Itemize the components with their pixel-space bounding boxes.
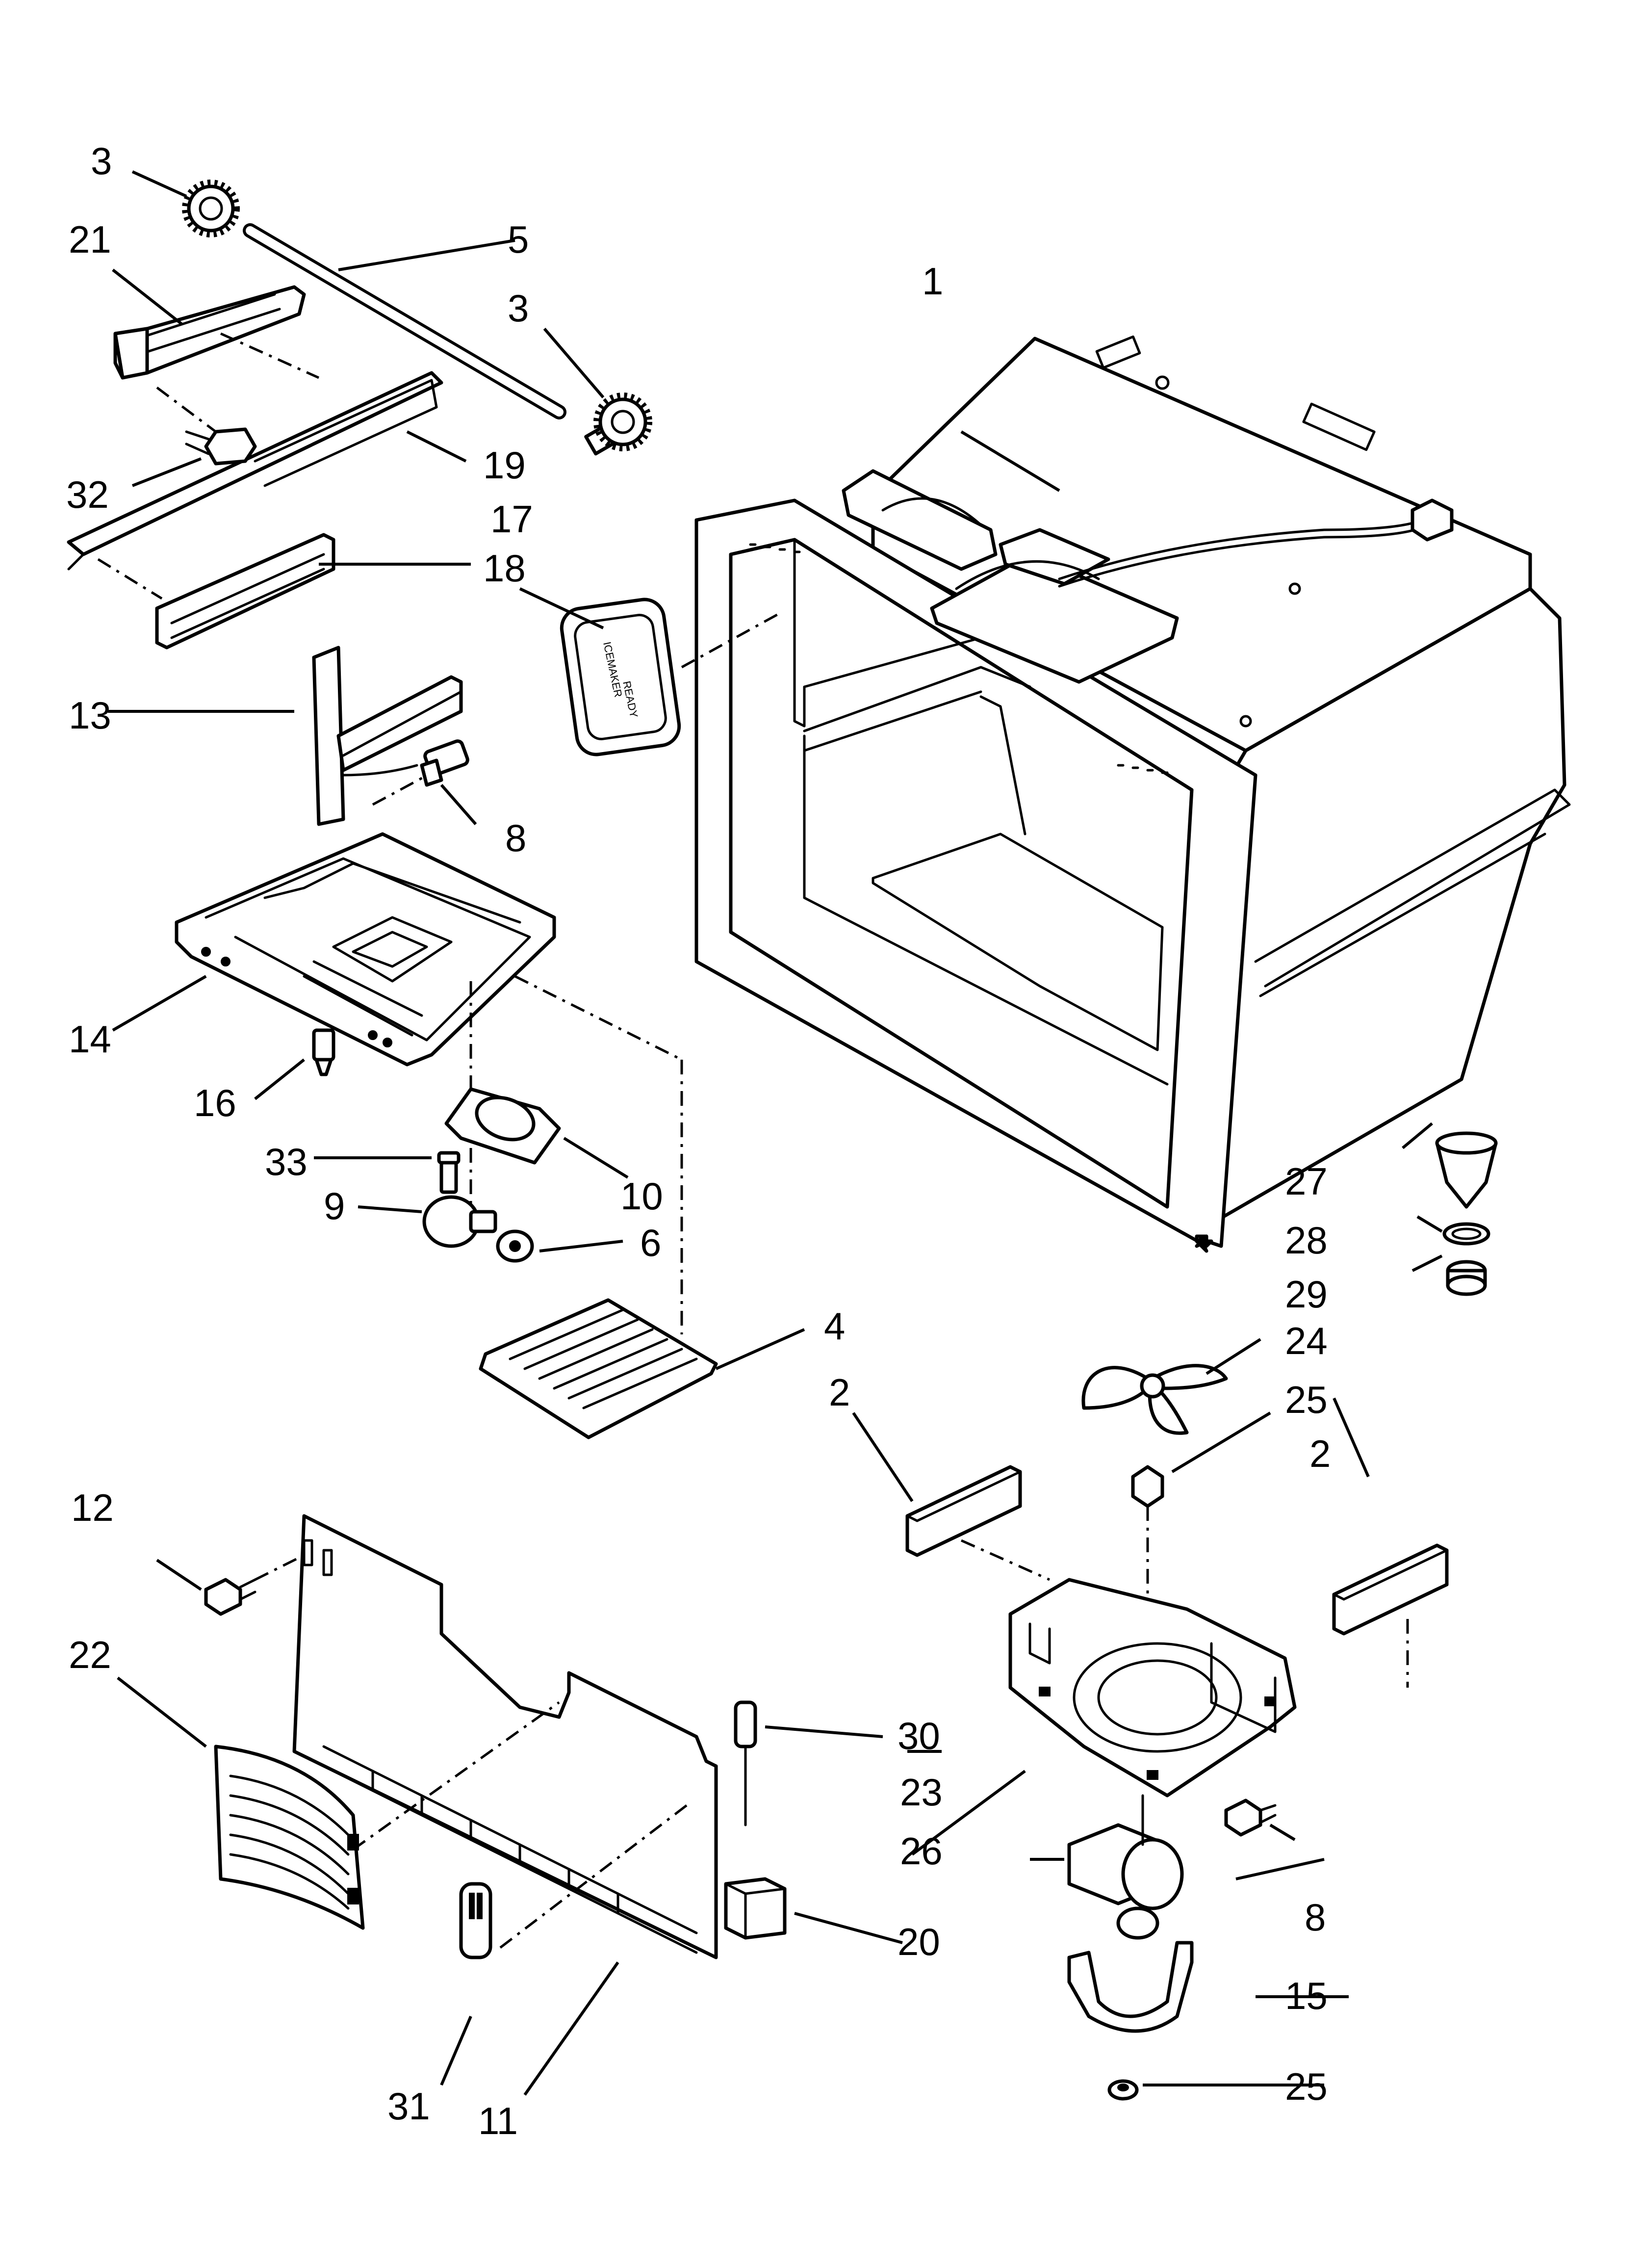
callout-29: 29 <box>1285 1273 1328 1316</box>
callout-8-top: 8 <box>505 816 526 860</box>
part-23-fan-housing <box>1008 1578 1297 1798</box>
part-9-bulb <box>422 1195 497 1248</box>
part-3-gear-right <box>584 392 652 456</box>
callout-24: 24 <box>1285 1319 1328 1362</box>
part-24-fan-blade <box>1081 1364 1228 1435</box>
part-16-clip <box>312 1028 335 1076</box>
part-8-screw-right <box>1224 1799 1277 1837</box>
callout-15: 15 <box>1285 1974 1328 2017</box>
leader-lines <box>108 170 1443 2096</box>
part-15-bracket <box>1067 1941 1194 2033</box>
callout-21: 21 <box>69 218 111 261</box>
part-21-bracket <box>113 285 320 380</box>
callout-19: 19 <box>483 443 526 487</box>
part-17-icemaker-panel: ICEMAKER READY <box>560 598 781 756</box>
part-30-sensor <box>734 1700 757 1826</box>
callout-33: 33 <box>265 1140 308 1183</box>
part-20-foam-strip <box>724 1877 787 1940</box>
callout-2-left: 2 <box>829 1371 850 1414</box>
callout-1: 1 <box>922 260 943 303</box>
callout-8-right: 8 <box>1305 1896 1326 1939</box>
part-26-motor <box>1067 1794 1184 1940</box>
part-27-cup <box>1435 1131 1498 1209</box>
callout-16: 16 <box>194 1081 236 1124</box>
callout-32: 32 <box>66 473 109 516</box>
part-28-ring <box>1442 1222 1490 1246</box>
part-6-socket <box>496 1229 534 1263</box>
part-3-gear-top <box>182 180 240 237</box>
callout-23: 23 <box>900 1771 943 1814</box>
callout-3-top: 3 <box>91 139 112 182</box>
callout-27: 27 <box>1285 1160 1328 1203</box>
part-32-screw <box>156 387 257 466</box>
part-22-grille <box>214 1745 365 1930</box>
part-14-housing <box>175 832 683 1334</box>
callout-12: 12 <box>71 1486 114 1529</box>
callout-6: 6 <box>640 1221 661 1264</box>
callout-2-right: 2 <box>1309 1432 1331 1475</box>
part-2-foam-left <box>905 1465 1051 1581</box>
part-19-rail <box>67 371 443 600</box>
part-12-screw <box>204 1549 315 1616</box>
callout-10: 10 <box>620 1174 663 1218</box>
callout-31: 31 <box>387 2085 430 2128</box>
callout-14: 14 <box>69 1017 111 1061</box>
callout-22: 22 <box>69 1633 111 1676</box>
part-1-freezer-liner <box>694 335 1571 1253</box>
callout-26: 26 <box>900 1829 943 1873</box>
part-4-grille <box>479 1298 718 1439</box>
callout-30: 30 <box>898 1714 940 1757</box>
callout-13: 13 <box>69 694 111 737</box>
part-29-washer <box>1446 1260 1487 1296</box>
part-8-screw-top <box>420 739 469 787</box>
part-31-clip <box>459 1882 492 1959</box>
part-2-foam-right <box>1332 1543 1449 1688</box>
part-33-screw <box>437 1151 461 1194</box>
callout-3-right: 3 <box>508 287 529 330</box>
part-25-grommet-bottom <box>1107 2079 1139 2101</box>
callout-25-top: 25 <box>1285 1378 1328 1421</box>
part-18-rail <box>155 533 335 650</box>
callout-9: 9 <box>324 1184 345 1227</box>
callout-28: 28 <box>1285 1219 1328 1262</box>
callout-numbers: 3 5 3 21 32 19 17 18 13 8 14 16 33 10 9 … <box>66 139 1331 2142</box>
part-13-bracket <box>312 646 463 826</box>
callout-4: 4 <box>824 1304 845 1348</box>
callout-25-bottom: 25 <box>1285 2065 1328 2108</box>
callout-11: 11 <box>478 2099 518 2142</box>
part-11-rear-panel <box>292 1514 718 1959</box>
callout-17: 17 <box>490 497 533 541</box>
callout-18: 18 <box>483 547 526 590</box>
callout-20: 20 <box>898 1920 940 1963</box>
part-5-shaft <box>243 223 566 419</box>
part-25-nut-top <box>1131 1465 1164 1599</box>
callout-5: 5 <box>508 218 529 261</box>
